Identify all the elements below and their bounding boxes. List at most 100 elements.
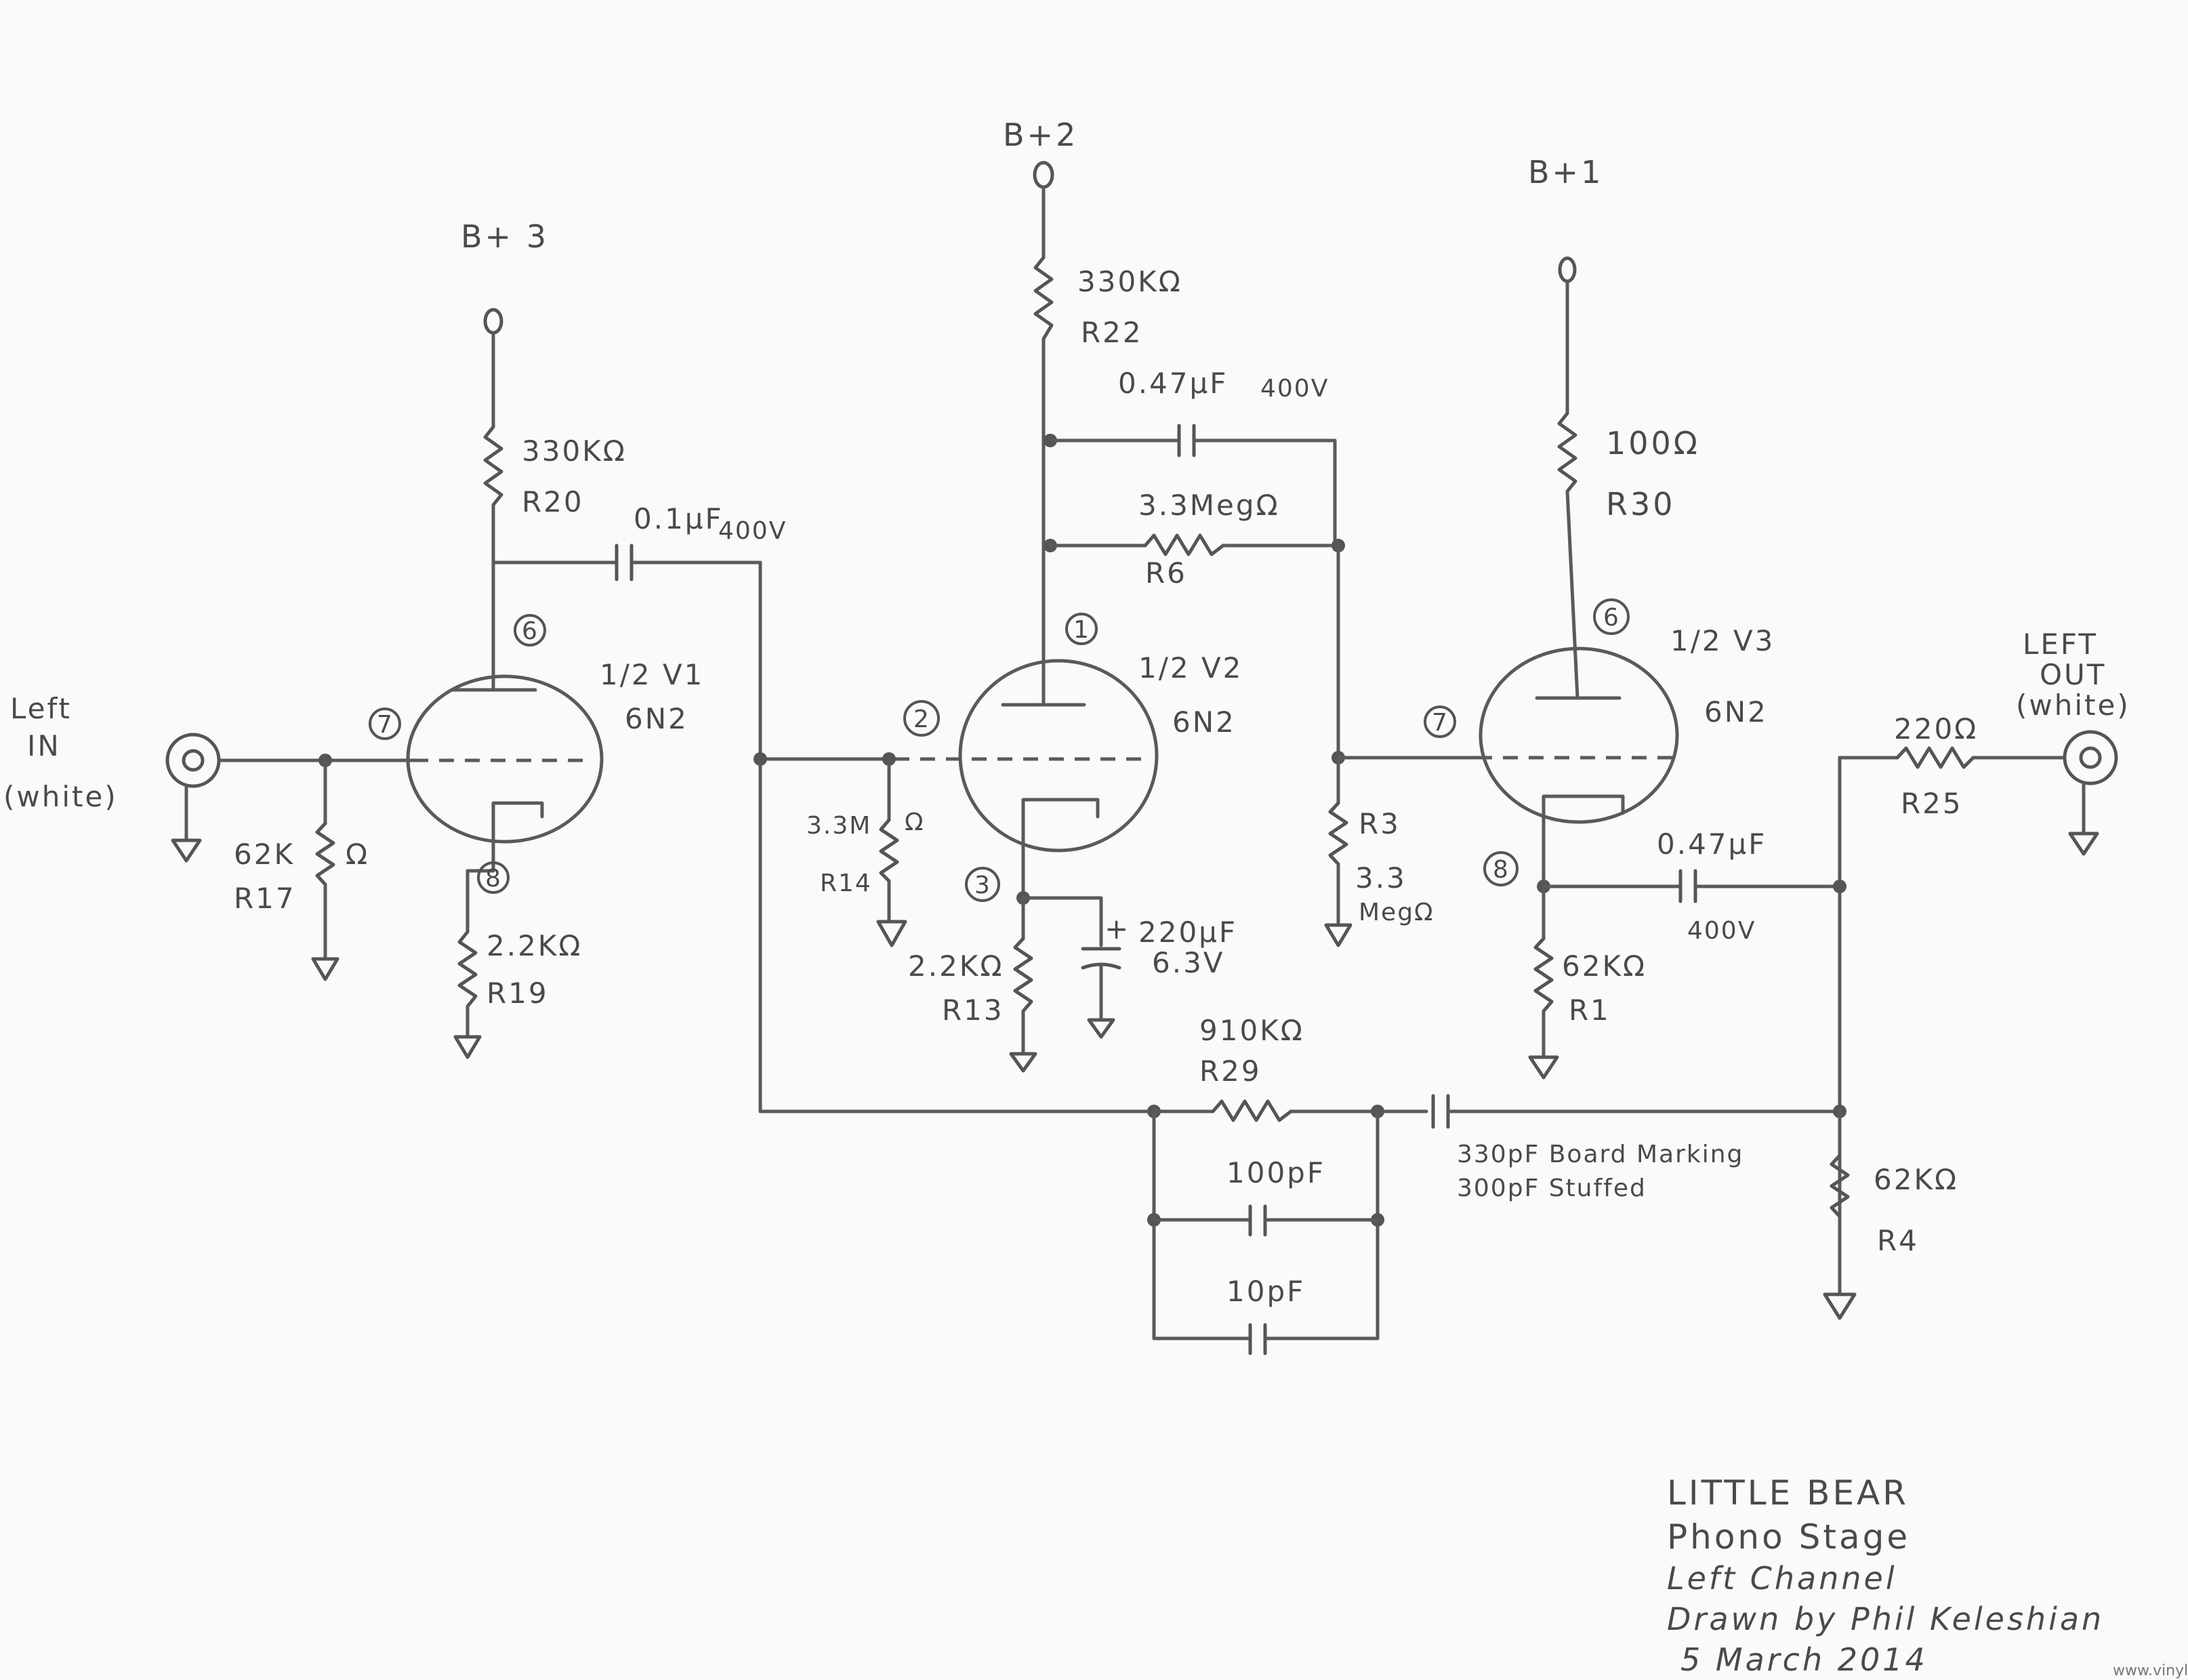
output-jack-inner xyxy=(2079,746,2102,769)
title-block-title: LITTLE BEAR xyxy=(1667,1473,1909,1513)
tube-v3-pin-grid xyxy=(1424,705,1456,738)
v3-label: 1/2 V3 xyxy=(1670,624,1775,657)
tube-v3-pin-cathode xyxy=(1483,851,1519,886)
c330-line1: 330pF Board Marking xyxy=(1457,1141,1743,1168)
resistor-r17-symbol xyxy=(315,821,335,886)
r3-value: 3.3 xyxy=(1355,861,1407,895)
r29-ref: R29 xyxy=(1199,1054,1262,1088)
v2-pin-plate-label: 1 xyxy=(1073,616,1089,644)
c1-voltage: 400V xyxy=(718,517,787,545)
tube-v2-cathode xyxy=(1021,798,1100,897)
v3-pin-plate-label: 6 xyxy=(1603,604,1619,632)
input-label-line1: Left xyxy=(10,692,72,725)
output-label-line3: (white) xyxy=(2016,689,2130,722)
resistor-r3-symbol xyxy=(1328,801,1348,866)
cfb-voltage: 400V xyxy=(1260,375,1329,403)
v3-pin-cathode-label: 8 xyxy=(1493,856,1508,884)
bplus2-terminal xyxy=(1033,161,1054,189)
r19-value: 2.2KΩ xyxy=(487,929,582,962)
resistor-r4-symbol xyxy=(1830,1153,1850,1218)
resistor-r29-symbol xyxy=(1211,1099,1293,1122)
title-block-channel: Left Channel xyxy=(1667,1560,1897,1597)
input-label-line2: IN xyxy=(27,729,61,762)
input-jack-outer xyxy=(165,733,221,788)
r14-ref: R14 xyxy=(820,869,872,897)
tube-v2-pin-grid xyxy=(903,700,940,737)
resistor-r1-symbol xyxy=(1533,937,1554,1013)
stage-3 xyxy=(1324,279,2118,1296)
resistor-r20-symbol xyxy=(483,425,503,507)
stage-1 xyxy=(165,331,762,1113)
r30-ref: R30 xyxy=(1606,486,1676,523)
v3-pin-grid-label: 7 xyxy=(1432,709,1447,737)
cout-value: 0.47μF xyxy=(1657,827,1767,861)
r25-ref: R25 xyxy=(1901,787,1963,820)
resistor-r13-symbol xyxy=(1013,937,1033,1013)
resistor-r22-symbol xyxy=(1033,255,1054,341)
v1-type: 6N2 xyxy=(625,702,688,735)
bplus3-terminal xyxy=(483,308,503,335)
r13-ref: R13 xyxy=(942,993,1004,1027)
r6-value: 3.3MegΩ xyxy=(1138,489,1280,522)
ground-symbol xyxy=(1009,1052,1037,1073)
title-block-subtitle: Phono Stage xyxy=(1667,1517,1910,1557)
output-jack-outer xyxy=(2063,730,2118,785)
ground-symbol xyxy=(453,1035,482,1059)
r30-value: 100Ω xyxy=(1606,425,1700,462)
c1-value: 0.1μF xyxy=(634,502,724,535)
v1-label: 1/2 V1 xyxy=(600,658,704,691)
r13-value: 2.2KΩ xyxy=(908,949,1004,983)
r4-ref: R4 xyxy=(1877,1224,1919,1257)
cout-voltage: 400V xyxy=(1687,917,1756,945)
supply-label-bplus2: B+2 xyxy=(1003,117,1078,153)
ground-symbol xyxy=(1087,1018,1115,1039)
stage-2 xyxy=(754,185,1345,1073)
v1-pin-cathode-label: 8 xyxy=(485,865,501,893)
ground-symbol xyxy=(2068,832,2099,856)
tube-v3-cathode xyxy=(1542,794,1625,886)
r20-value: 330KΩ xyxy=(522,434,627,468)
tube-v2-pin-plate xyxy=(1065,613,1098,645)
ground-symbol xyxy=(1324,923,1353,947)
r3-ref: R3 xyxy=(1359,807,1401,840)
output-label-line2: OUT xyxy=(2040,658,2106,691)
ground-symbol xyxy=(171,838,202,863)
resistor-r14-symbol xyxy=(879,818,899,883)
resistor-r30-symbol xyxy=(1557,411,1577,493)
cbypass-voltage: 6.3V xyxy=(1152,946,1225,979)
c100-value: 100pF xyxy=(1226,1156,1325,1189)
tube-v1-pin-grid xyxy=(369,708,401,740)
watermark-credit: www.vinylengine.com xyxy=(2113,1662,2188,1679)
r14-unit: Ω xyxy=(905,808,925,836)
r22-ref: R22 xyxy=(1081,316,1143,349)
resistor-r6-symbol xyxy=(1143,533,1225,556)
v2-pin-grid-label: 2 xyxy=(913,705,929,733)
v1-pin-grid-label: 7 xyxy=(377,711,392,739)
supply-label-bplus1: B+1 xyxy=(1528,154,1603,190)
cfb-value: 0.47μF xyxy=(1118,367,1228,400)
r14-value: 3.3M xyxy=(806,812,871,840)
title-block-date: 5 March 2014 xyxy=(1680,1641,1928,1678)
ground-symbol xyxy=(1528,1055,1559,1080)
title-block-drawn-by: Drawn by Phil Keleshian xyxy=(1667,1601,2104,1637)
tube-v1-pin-plate xyxy=(514,614,546,647)
r17-ref: R17 xyxy=(234,882,296,915)
r1-value: 62KΩ xyxy=(1562,949,1647,983)
supply-label-bplus3: B+ 3 xyxy=(461,218,549,255)
tube-v2-pin-cathode xyxy=(965,867,1000,902)
cbypass-value: 220μF xyxy=(1138,916,1237,949)
resistor-r25-symbol xyxy=(1895,746,1975,769)
r6-ref: R6 xyxy=(1145,556,1187,590)
tube-v1-cathode xyxy=(491,801,544,873)
bplus1-terminal xyxy=(1558,256,1577,283)
v3-type: 6N2 xyxy=(1704,695,1768,729)
v2-label: 1/2 V2 xyxy=(1138,651,1243,684)
v2-pin-cathode-label: 3 xyxy=(974,872,990,899)
r17-unit: Ω xyxy=(346,838,369,871)
tube-v2-envelope xyxy=(958,659,1159,853)
tube-v1-pin-cathode xyxy=(477,861,510,894)
r25-value: 220Ω xyxy=(1894,712,1978,745)
c10-value: 10pF xyxy=(1226,1275,1305,1308)
v1-pin-plate-label: 6 xyxy=(522,617,537,645)
